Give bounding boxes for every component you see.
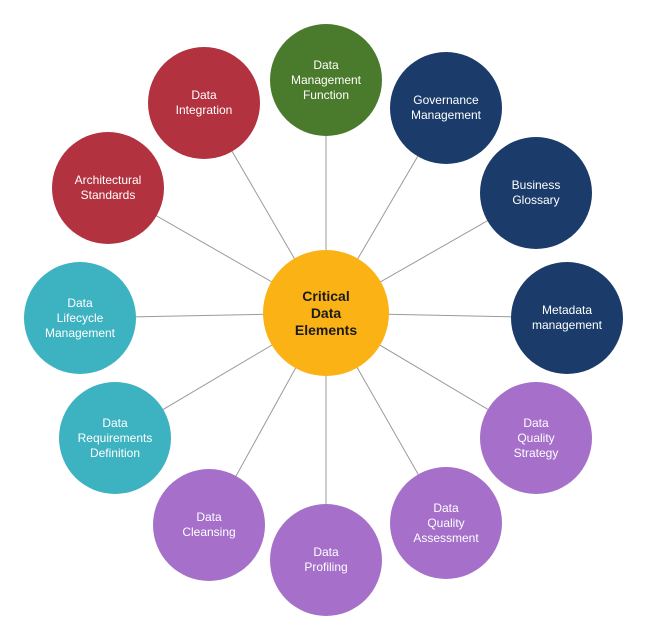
node-label: Data Lifecycle Management — [44, 295, 116, 340]
center-node-critical-data-elements: Critical Data Elements — [263, 250, 389, 376]
node-label: Metadata management — [531, 303, 603, 332]
node-business-glossary: Business Glossary — [480, 137, 592, 249]
node-label: Architectural Standards — [74, 173, 142, 202]
node-label: Data Management Function — [290, 57, 362, 102]
node-label: Data Quality Strategy — [513, 415, 559, 460]
node-data-quality-assessment: Data Quality Assessment — [390, 467, 502, 579]
node-label: Business Glossary — [511, 178, 561, 207]
node-label: Data Cleansing — [182, 510, 236, 539]
node-label: Data Requirements Definition — [77, 415, 153, 460]
node-data-quality-strategy: Data Quality Strategy — [480, 382, 592, 494]
node-label: Data Quality Assessment — [413, 500, 479, 545]
node-label: Governance Management — [410, 93, 482, 122]
node-label: Data Integration — [175, 88, 233, 117]
node-data-cleansing: Data Cleansing — [153, 469, 265, 581]
node-metadata-management: Metadata management — [511, 262, 623, 374]
center-node-label: Critical Data Elements — [294, 287, 358, 338]
node-data-profiling: Data Profiling — [270, 504, 382, 616]
node-governance-management: Governance Management — [390, 52, 502, 164]
node-label: Data Profiling — [304, 545, 348, 574]
node-data-requirements-definition: Data Requirements Definition — [59, 382, 171, 494]
node-data-lifecycle-management: Data Lifecycle Management — [24, 262, 136, 374]
node-data-integration: Data Integration — [148, 47, 260, 159]
node-architectural-standards: Architectural Standards — [52, 132, 164, 244]
node-data-management-function: Data Management Function — [270, 24, 382, 136]
